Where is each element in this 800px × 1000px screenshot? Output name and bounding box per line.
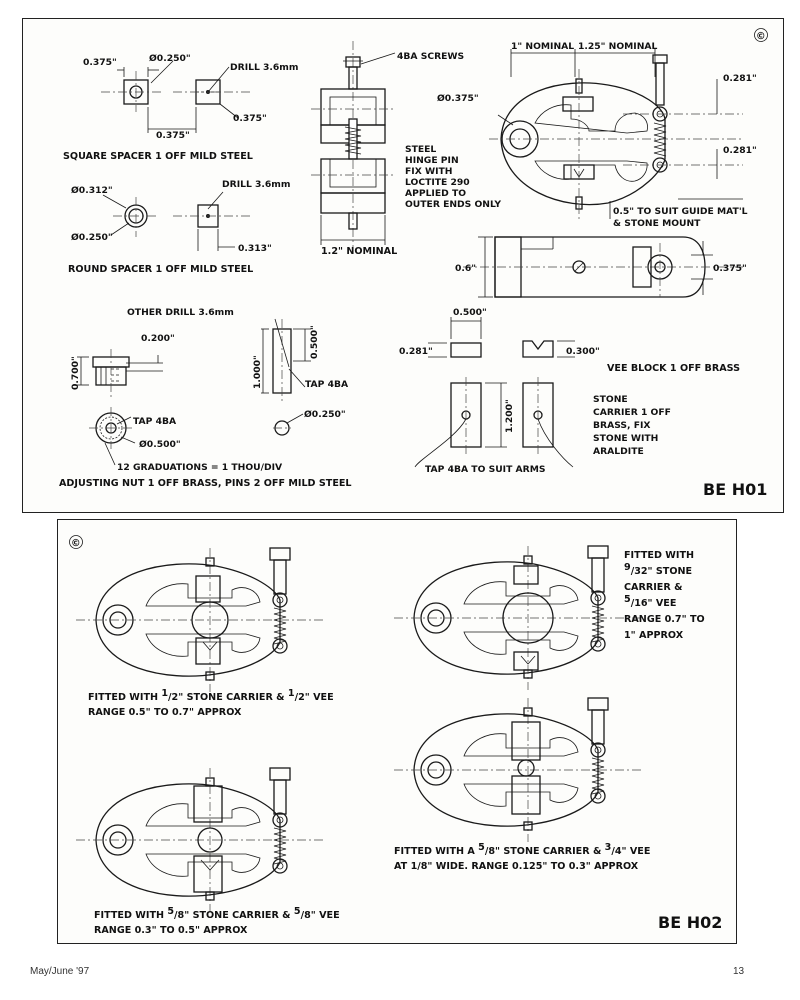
hinge-pin-note-1: STEEL [405, 144, 436, 155]
copyright-mark [754, 28, 768, 42]
caption-b-line6: 1" APPROX [624, 630, 684, 641]
round-spacer-dia-inner: Ø0.250" [71, 232, 113, 243]
sheet-h02-drawing: © FITTED WITH 1/2" STONE CARRIER & 1/2" … [69, 535, 722, 936]
clamp-variant-b [393, 545, 645, 691]
sheet-id-h01: BE H01 [703, 480, 767, 499]
square-spacer-dia: Ø0.250" [149, 53, 191, 64]
frame-note-2: & STONE MOUNT [613, 218, 701, 229]
pin-dia: Ø0.250" [304, 409, 346, 420]
hinge-pin-note-5: APPLIED TO [405, 188, 466, 199]
drawing-sheet-be-h02: © FITTED WITH 1/2" STONE CARRIER & 1/2" … [57, 519, 737, 944]
clamp-variant-c [393, 697, 645, 843]
stone-carrier-tap: TAP 4BA TO SUIT ARMS [425, 464, 545, 475]
square-spacer-dim-c: 0.375" [156, 130, 190, 141]
vee-block-caption: VEE BLOCK 1 OFF BRASS [607, 363, 740, 374]
copyright-symbol: © [756, 31, 766, 42]
stone-carrier-note-2: CARRIER 1 OFF [593, 407, 671, 418]
square-spacer-drill: DRILL 3.6mm [230, 62, 298, 73]
pin-length: 1.000" [252, 355, 263, 389]
frame-nominal-2: 1.25" NOMINAL [578, 41, 658, 52]
hinge-pin-note-4: LOCTITE 290 [405, 177, 470, 188]
hinge-pin-note-2: HINGE PIN [405, 155, 459, 166]
hinge-pin-note-3: FIX WITH [405, 166, 453, 177]
square-spacer-drawing [101, 60, 253, 133]
sheet-id-h02: BE H02 [658, 913, 722, 932]
vee-block-vee: 0.300" [566, 346, 600, 357]
clamp-variant-d [75, 767, 327, 913]
round-spacer-caption: ROUND SPACER 1 OFF MILD STEEL [68, 264, 253, 275]
adjusting-nut-dim-w: 0.200" [141, 333, 175, 344]
round-spacer-dim: 0.313" [238, 243, 272, 254]
adjusting-nut-dim-h: 0.700" [70, 356, 81, 390]
graduations-note: 12 GRADUATIONS = 1 THOU/DIV [117, 462, 283, 473]
issue-date: May/June '97 [30, 966, 90, 977]
caption-c-line2: AT 1/8" WIDE. RANGE 0.125" TO 0.3" APPRO… [394, 861, 639, 872]
caption-b-line2: 9/32" STONE [624, 562, 692, 577]
stone-carrier-note-5: ARALDITE [593, 446, 644, 457]
stone-carrier-height: 1.200" [504, 399, 515, 433]
caption-b-line1: FITTED WITH [624, 550, 694, 561]
copyright-mark-2 [69, 535, 83, 549]
drawing-sheet-be-h01: © 0.375" Ø0.250" DRILL 3.6mm 0.375" 0.37… [22, 18, 784, 513]
adjusting-nut-dia: Ø0.500" [139, 439, 181, 450]
caption-d-line1: FITTED WITH 5/8" STONE CARRIER & 5/8" VE… [94, 906, 340, 921]
stone-carrier-note-4: STONE WITH [593, 433, 658, 444]
stone-carrier-note-1: STONE [593, 394, 628, 405]
stone-carrier-drawing [414, 377, 574, 468]
frame-dim-1: 0.281" [723, 73, 757, 84]
adjusting-nut-caption: ADJUSTING NUT 1 OFF BRASS, PINS 2 OFF MI… [59, 478, 352, 489]
vee-block-width: 0.500" [453, 307, 487, 318]
frame-dia: Ø0.375" [437, 93, 479, 104]
hinge-screws-label: 4BA SCREWS [397, 51, 464, 62]
round-spacer-drawing [102, 191, 251, 251]
side-view-dim: 0.375" [713, 263, 747, 274]
clamp-frame-drawing [489, 49, 743, 219]
hinge-assembly-drawing [311, 41, 396, 249]
round-spacer-dia-outer: Ø0.312" [71, 185, 113, 196]
vee-block-height: 0.281" [399, 346, 433, 357]
hinge-nominal: 1.2" NOMINAL [321, 246, 397, 257]
caption-b-line5: RANGE 0.7" TO [624, 614, 705, 625]
frame-nominal-1: 1" NOMINAL [511, 41, 574, 52]
other-drill-label: OTHER DRILL 3.6mm [127, 307, 234, 318]
pin-drawing [261, 318, 311, 436]
caption-c-line1: FITTED WITH A 5/8" STONE CARRIER & 3/4" … [394, 842, 650, 857]
adjusting-nut-tap: TAP 4BA [133, 416, 177, 427]
clamp-variant-a [75, 547, 327, 693]
caption-b-line4: 5/16" VEE [624, 594, 676, 609]
frame-dim-2: 0.281" [723, 145, 757, 156]
sheet-h01-drawing: © 0.375" Ø0.250" DRILL 3.6mm 0.375" 0.37… [59, 28, 768, 499]
frame-side-view-drawing [463, 236, 743, 298]
square-spacer-dim-b: 0.375" [233, 113, 267, 124]
square-spacer-dim-a: 0.375" [83, 57, 117, 68]
caption-b-line3: CARRIER & [624, 582, 682, 593]
frame-note-1: 0.5" TO SUIT GUIDE MAT'L [613, 206, 748, 217]
square-spacer-caption: SQUARE SPACER 1 OFF MILD STEEL [63, 151, 253, 162]
caption-d-line2: RANGE 0.3" TO 0.5" APPROX [94, 925, 248, 936]
stone-carrier-note-3: BRASS, FIX [593, 420, 650, 431]
vee-block-drawing [428, 317, 575, 358]
adjusting-nut-drawing [77, 349, 163, 466]
caption-a-line2: RANGE 0.5" TO 0.7" APPROX [88, 707, 242, 718]
caption-a-line1: FITTED WITH 1/2" STONE CARRIER & 1/2" VE… [88, 688, 334, 703]
side-view-height: 0.6" [455, 263, 476, 274]
page-number: 13 [733, 966, 745, 977]
copyright-symbol-2: © [71, 538, 81, 549]
hinge-pin-note-6: OUTER ENDS ONLY [405, 199, 501, 210]
round-spacer-drill: DRILL 3.6mm [222, 179, 290, 190]
pin-tap: TAP 4BA [305, 379, 349, 390]
pin-length-2: 0.500" [309, 325, 320, 359]
